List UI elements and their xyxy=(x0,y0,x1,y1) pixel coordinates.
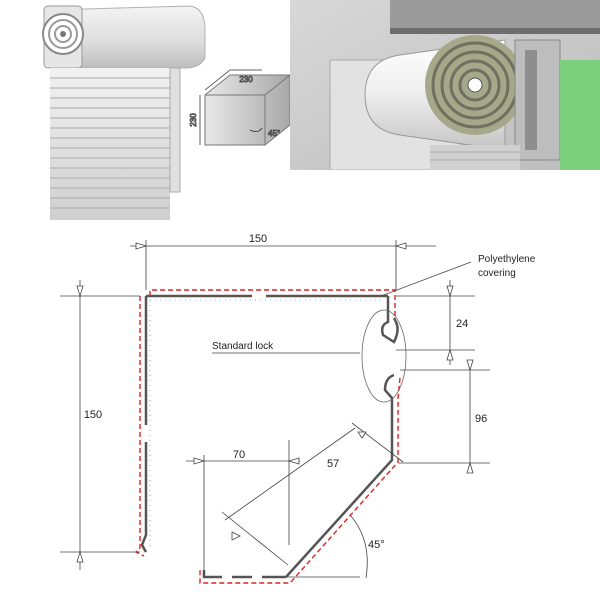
installed-box-photo xyxy=(290,0,600,170)
roller-shutter-illustration: 230 230 45° xyxy=(42,5,290,220)
profile-bottom-wall xyxy=(202,570,286,579)
dim-angle: 45° xyxy=(368,539,385,551)
dim-lock-gap: 24 xyxy=(456,318,468,330)
window-frame-profile xyxy=(514,39,561,161)
profile-left-wall xyxy=(140,296,148,553)
dim-left-height: 150 xyxy=(84,409,102,421)
shutter-slats xyxy=(50,67,181,220)
rolled-slats-icon xyxy=(425,35,525,135)
dim-diagonal: 57 xyxy=(327,458,339,470)
profile-height-label: 230 xyxy=(189,113,198,127)
standard-lock-label: Standard lock xyxy=(212,341,274,352)
guide-profile-sketch xyxy=(199,69,290,146)
shutter-box xyxy=(49,5,206,69)
glass-pane xyxy=(560,60,600,170)
guide-profile-drawing: 150 150 24 96 70 57 45° Polyethylene cov… xyxy=(60,233,536,584)
profile-angle-label: 45° xyxy=(268,129,280,138)
standard-lock-ellipse xyxy=(361,309,407,403)
polyethylene-label-line1: Polyethylene xyxy=(478,254,536,265)
profile-right-wall xyxy=(285,296,399,578)
dim-top-width: 150 xyxy=(249,233,267,245)
polyethylene-label-line2: covering xyxy=(478,268,516,279)
profile-width-label: 230 xyxy=(239,75,253,84)
dim-bottom-inner: 70 xyxy=(233,449,245,461)
dim-right-drop: 96 xyxy=(475,413,487,425)
roller-shutter-photo: 230 230 45° xyxy=(0,0,290,222)
window-frame-top xyxy=(390,0,600,32)
polyethylene-covering-line xyxy=(134,289,401,584)
installed-box-illustration xyxy=(290,0,600,170)
